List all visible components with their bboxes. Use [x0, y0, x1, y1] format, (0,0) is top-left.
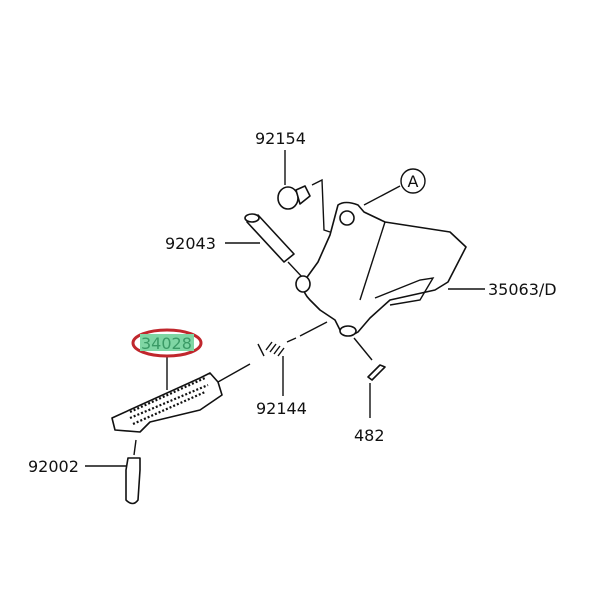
bolt-92154[interactable] — [277, 150, 331, 233]
ref-marker-a: A — [400, 168, 426, 194]
collar-92043[interactable] — [225, 213, 304, 279]
callout-482[interactable]: 482 — [354, 426, 385, 445]
footpeg-34028[interactable] — [111, 356, 223, 433]
pin-92002[interactable] — [85, 439, 141, 505]
callout-92144[interactable]: 92144 — [256, 399, 307, 418]
callout-92002[interactable]: 92002 — [28, 457, 79, 476]
bracket-35063-d[interactable] — [295, 185, 485, 337]
highlight-ring — [131, 328, 203, 358]
spring-92144[interactable] — [217, 321, 328, 396]
callout-92043[interactable]: 92043 — [165, 234, 216, 253]
callout-34028[interactable]: 34028 — [141, 334, 192, 353]
callout-35063-d[interactable]: 35063/D — [488, 280, 557, 299]
ref-marker-label: A — [408, 172, 419, 191]
circlip-482[interactable] — [353, 337, 386, 418]
callout-92154[interactable]: 92154 — [255, 129, 306, 148]
